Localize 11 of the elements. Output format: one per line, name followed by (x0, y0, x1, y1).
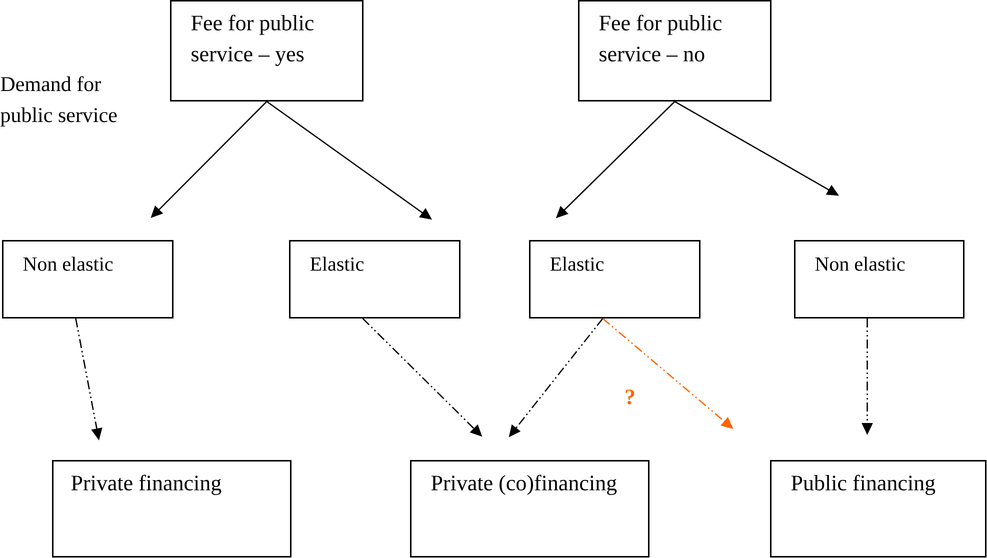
box: Elastic (289, 240, 460, 318)
box: Elastic (529, 240, 700, 318)
note-text: Demand for public service (0, 76, 117, 126)
box: Non elastic (2, 240, 174, 318)
edge-label: ? (624, 388, 636, 406)
box: Fee for public service – no (578, 0, 772, 102)
box: Public financing (770, 460, 986, 558)
box: Private (co)financing (410, 460, 650, 558)
box: Private financing (52, 460, 292, 558)
box: Fee for public service – yes (170, 0, 364, 102)
box: Non elastic (794, 240, 964, 318)
